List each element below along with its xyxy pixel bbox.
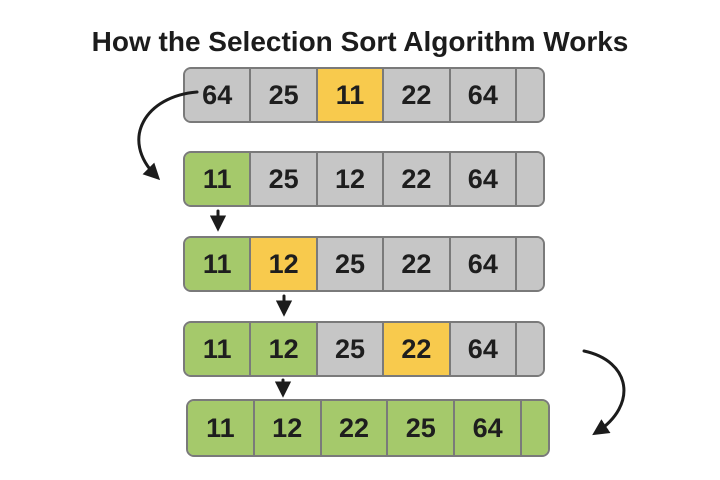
array-cell-empty-tail <box>515 238 543 290</box>
array-cell: 64 <box>448 69 516 121</box>
curved-arrow-row4-to-row5-right <box>582 349 626 436</box>
array-cell-selected-min: 22 <box>382 323 449 375</box>
array-cell-empty-tail <box>515 153 543 205</box>
array-cell-sorted: 25 <box>386 401 454 455</box>
array-cell-sorted: 22 <box>319 401 387 455</box>
array-cell-sorted: 11 <box>185 238 250 290</box>
array-cell-sorted: 12 <box>252 401 320 455</box>
array-cell-sorted: 11 <box>188 401 253 455</box>
array-cell-selected-min: 11 <box>315 69 383 121</box>
array-cell-empty-tail <box>519 401 548 455</box>
array-cell: 64 <box>448 238 516 290</box>
array-row-step4: 11 12 25 22 64 <box>183 321 545 377</box>
array-cell: 25 <box>249 153 316 205</box>
array-row-step5-sorted: 11 12 22 25 64 <box>186 399 550 457</box>
array-cell-sorted: 11 <box>185 153 250 205</box>
array-row-step2: 11 25 12 22 64 <box>183 151 545 207</box>
diagram-title: How the Selection Sort Algorithm Works <box>91 26 629 57</box>
array-row-step1: 64 25 11 22 64 <box>183 67 545 123</box>
array-cell: 22 <box>382 238 449 290</box>
array-cell: 25 <box>249 69 316 121</box>
array-cell: 22 <box>382 69 449 121</box>
array-cell: 64 <box>448 323 516 375</box>
array-row-step3: 11 12 25 22 64 <box>183 236 545 292</box>
array-cell: 25 <box>315 238 383 290</box>
array-cell-empty-tail <box>515 69 543 121</box>
array-cell-sorted: 12 <box>249 323 316 375</box>
array-cell: 25 <box>315 323 383 375</box>
array-cell: 64 <box>448 153 516 205</box>
array-cell: 22 <box>382 153 449 205</box>
array-cell-empty-tail <box>515 323 543 375</box>
array-cell-sorted: 64 <box>453 401 520 455</box>
array-cell: 12 <box>315 153 383 205</box>
array-cell-sorted: 11 <box>185 323 250 375</box>
array-cell: 64 <box>185 69 250 121</box>
array-cell-selected-min: 12 <box>249 238 316 290</box>
